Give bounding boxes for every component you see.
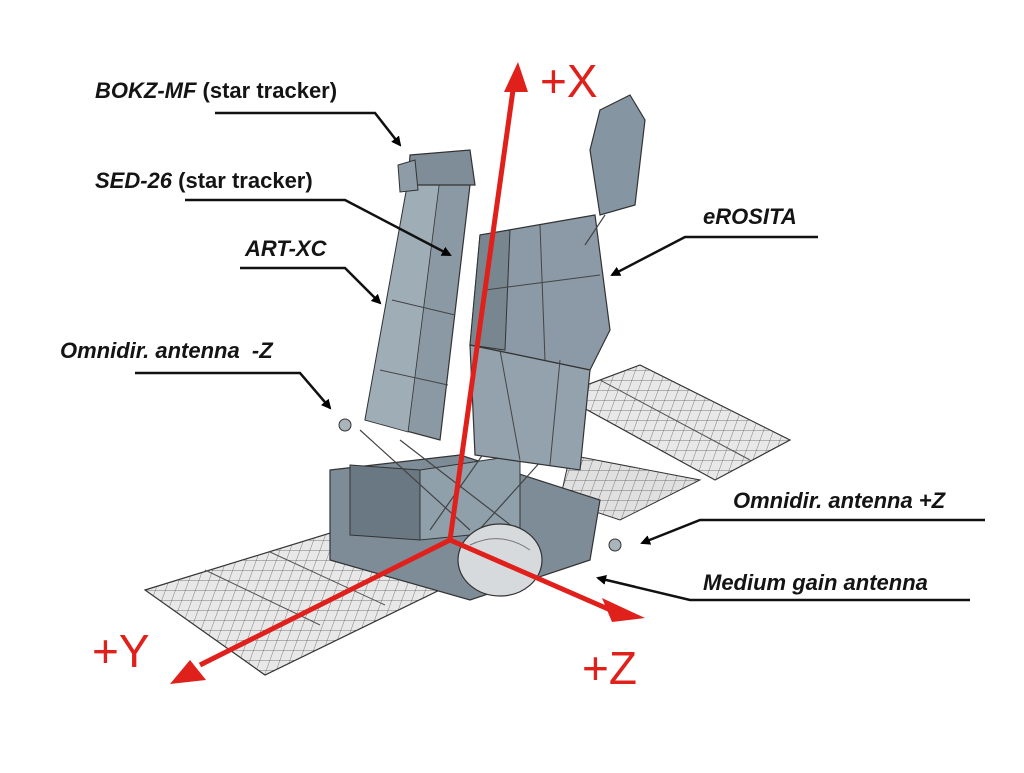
label-omni-antenna-plus-z: Omnidir. antenna +Z: [733, 488, 946, 513]
z-axis-arrowhead: [602, 598, 645, 622]
leader-lines: [135, 111, 985, 602]
label-omni-antenna-minus-z: Omnidir. antenna -Z: [60, 338, 273, 363]
leader-erosita: [610, 235, 818, 277]
axis-label-y: +Y: [92, 625, 150, 677]
leader-artxc: [240, 266, 382, 305]
y-axis-arrowhead: [170, 660, 206, 684]
leader-bokz: [215, 111, 402, 147]
erosita-body: [469, 94, 646, 471]
omnidirectional-antenna-plus-z: [608, 538, 622, 552]
label-erosita: eROSITA: [703, 204, 797, 229]
y-axis-line: [198, 537, 452, 668]
art-xc-telescope: [364, 149, 476, 441]
axis-label-x: +X: [540, 55, 598, 107]
x-axis-arrowhead: [504, 62, 528, 92]
z-axis-line: [449, 537, 616, 615]
label-medium-gain-antenna: Medium gain antenna: [703, 570, 928, 595]
axes-group: [170, 62, 645, 684]
x-axis-line: [447, 89, 516, 541]
leader-omni-minus-z: [135, 371, 332, 410]
label-art-xc: ART-XC: [245, 236, 327, 261]
label-sed-26: SED-26 (star tracker): [95, 168, 313, 193]
omnidirectional-antenna-minus-z: [338, 418, 352, 432]
leader-sed: [185, 198, 452, 257]
leader-mga: [596, 574, 970, 602]
axis-label-z: +Z: [582, 642, 637, 694]
leader-omni-plus-z: [640, 518, 985, 545]
label-bokz-mf: BOKZ-MF (star tracker): [95, 78, 338, 103]
